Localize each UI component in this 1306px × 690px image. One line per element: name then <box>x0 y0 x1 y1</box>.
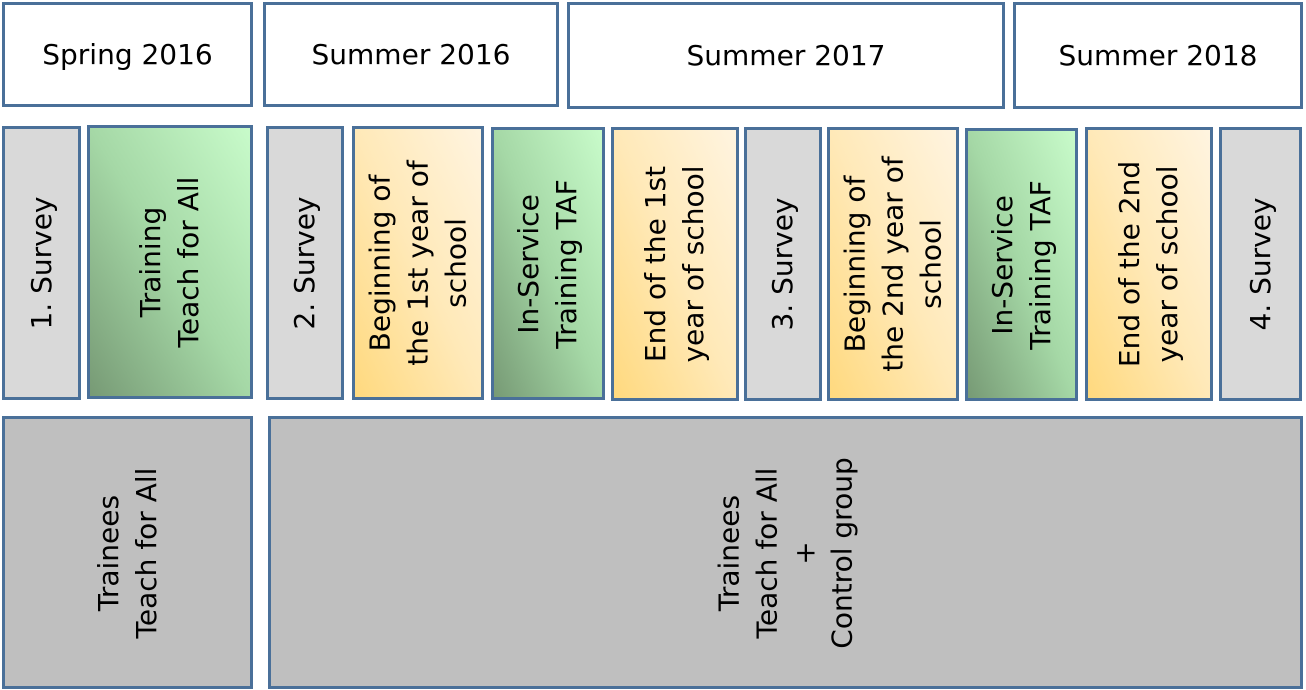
phase-in-service-training-2: In-Service Training TAF <box>965 128 1078 401</box>
phase-label: 1. Survey <box>24 196 58 330</box>
phase-label: End of the 1st year of school <box>639 165 710 363</box>
phase-end-year-2: End of the 2nd year of school <box>1085 127 1213 401</box>
phase-survey-3: 3. Survey <box>744 127 822 401</box>
phase-label: 3. Survey <box>766 197 800 331</box>
period-label: Spring 2016 <box>42 38 213 71</box>
phase-beginning-year-2: Beginning of the 2nd year of school <box>827 127 959 401</box>
group-label: Trainees Teach for All + Control group <box>711 456 859 649</box>
phase-label: 2. Survey <box>288 196 322 330</box>
period-label: Summer 2018 <box>1058 39 1258 72</box>
phase-survey-1: 1. Survey <box>2 126 81 400</box>
phase-beginning-year-1: Beginning of the 1st year of school <box>352 126 484 400</box>
phase-training: Training Teach for All <box>87 125 253 399</box>
period-spring-2016: Spring 2016 <box>2 2 253 107</box>
period-summer-2016: Summer 2016 <box>263 2 559 107</box>
group-trainees: Trainees Teach for All <box>2 416 253 689</box>
phase-label: In-Service Training TAF <box>512 178 583 349</box>
phase-survey-4: 4. Survey <box>1219 127 1302 401</box>
phase-in-service-training-1: In-Service Training TAF <box>491 127 605 400</box>
phase-label: Beginning of the 1st year of school <box>363 160 472 366</box>
phase-label: 4. Survey <box>1243 197 1277 331</box>
period-label: Summer 2017 <box>686 39 886 72</box>
phase-label: End of the 2nd year of school <box>1113 160 1184 368</box>
group-trainees-and-control: Trainees Teach for All + Control group <box>268 416 1303 689</box>
group-label: Trainees Teach for All <box>91 467 163 638</box>
phase-end-year-1: End of the 1st year of school <box>611 127 739 401</box>
phase-label: Training Teach for All <box>134 176 205 348</box>
phase-label: Beginning of the 2nd year of school <box>838 156 947 372</box>
period-label: Summer 2016 <box>311 38 511 71</box>
phase-label: In-Service Training TAF <box>985 179 1057 350</box>
phase-survey-2: 2. Survey <box>266 126 344 400</box>
period-summer-2017: Summer 2017 <box>567 2 1005 109</box>
period-summer-2018: Summer 2018 <box>1013 2 1303 109</box>
